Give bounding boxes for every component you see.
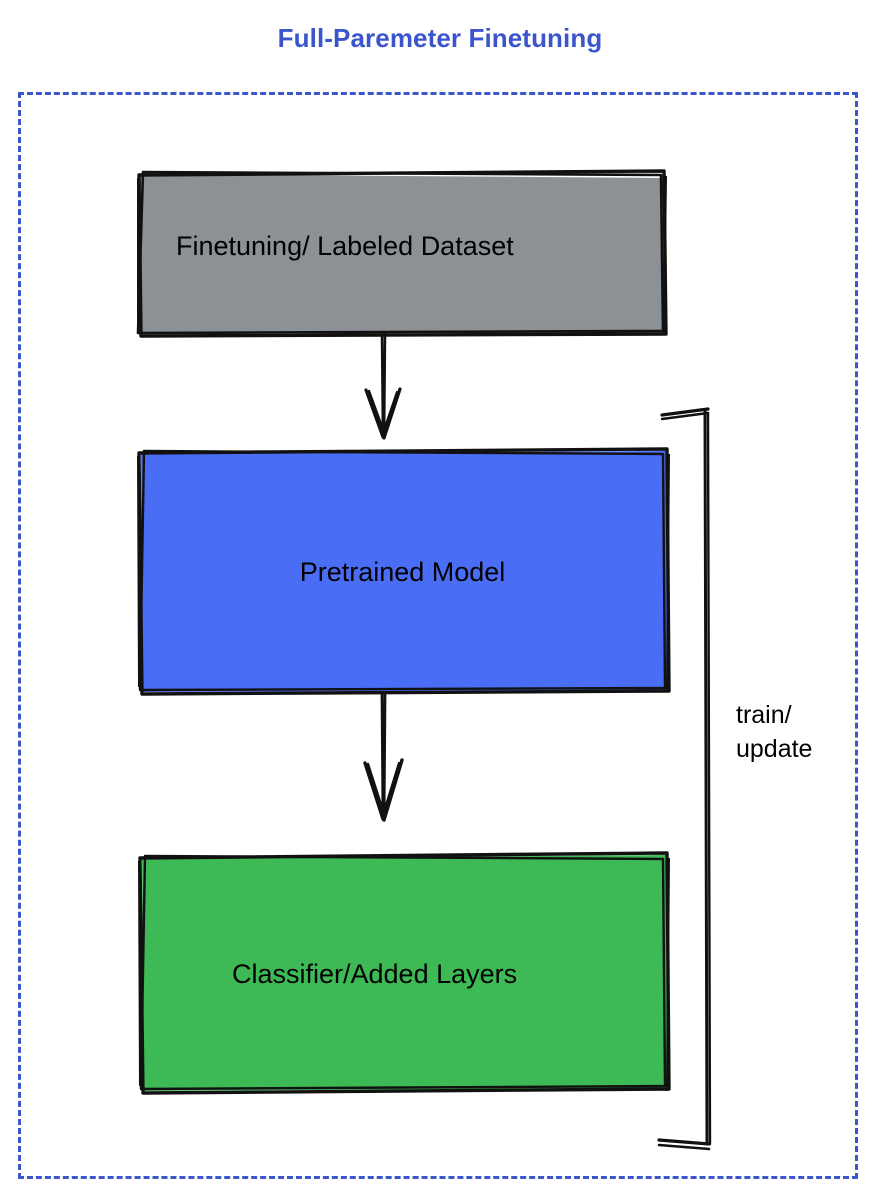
edge-pretrained-to-classifier [363, 691, 404, 822]
edge-feedback-loop [657, 407, 712, 1151]
node-dataset-shape [136, 169, 668, 338]
node-dataset[interactable]: Finetuning/ Labeled Dataset [130, 162, 675, 344]
edge-dataset-to-pretrained [364, 330, 402, 440]
node-classifier-shape [138, 851, 671, 1095]
diagram-title: Full-Paremeter Finetuning [277, 23, 603, 53]
dashed-boundary-container [18, 92, 858, 1179]
edge-label-train-update: train/ update [736, 701, 813, 763]
node-pretrained[interactable]: Pretrained Model [130, 442, 675, 700]
node-classifier[interactable]: Classifier/Added Layers [132, 848, 677, 1098]
node-pretrained-shape [137, 447, 671, 696]
